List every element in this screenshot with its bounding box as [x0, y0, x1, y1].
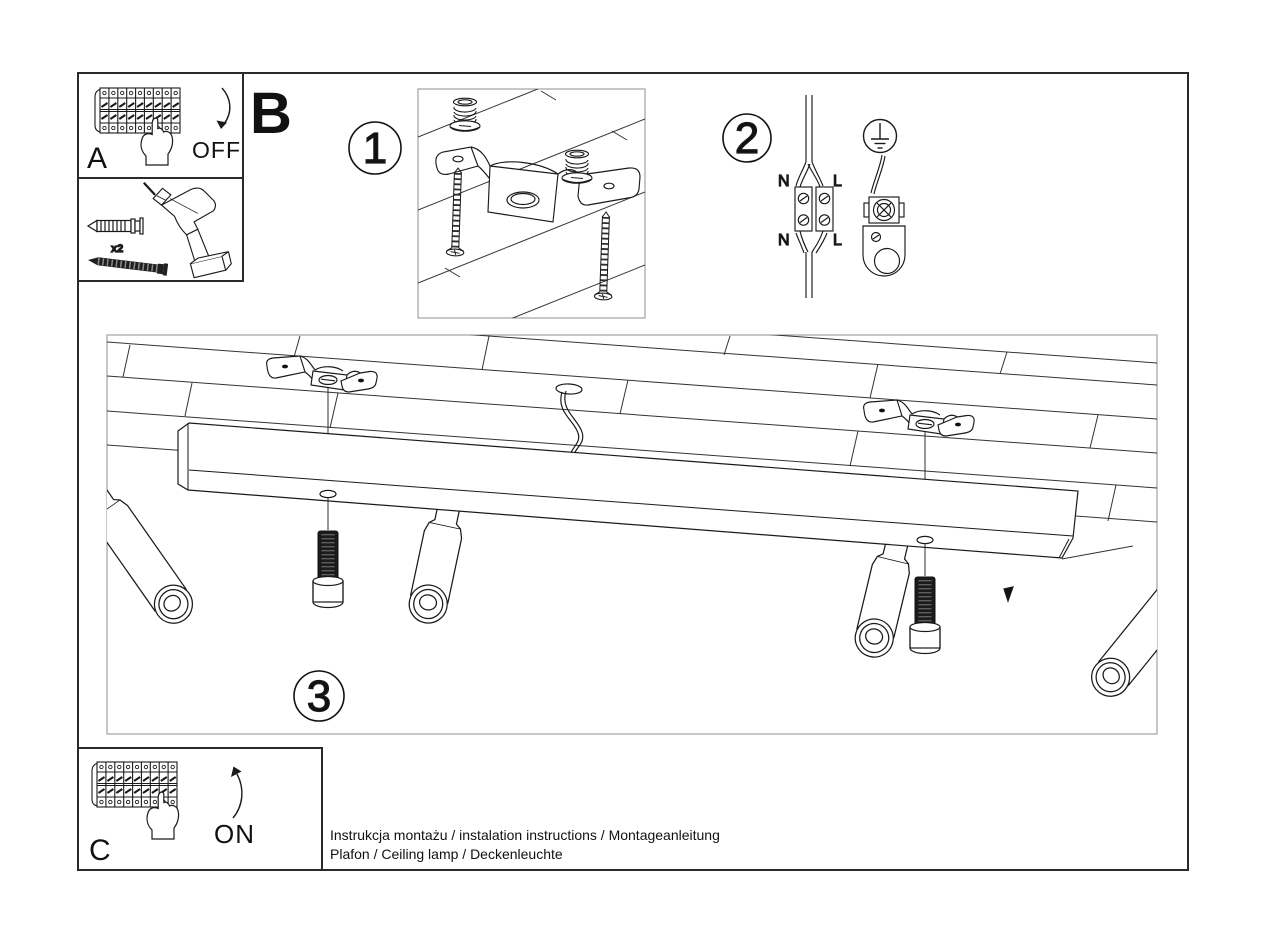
step2-number: 2 [735, 114, 759, 163]
step3-main-illustration: 3 [106, 334, 1158, 735]
breaker-panel-icon [93, 86, 182, 135]
ground-wire [870, 154, 886, 195]
section-c-label: C [89, 834, 111, 867]
lamp-rail [177, 422, 1079, 559]
terminal-block-diagram [794, 95, 834, 298]
arrow-down-icon [221, 87, 231, 125]
step1-number: 1 [363, 124, 387, 173]
step1-number-badge [348, 121, 402, 175]
wall-plug-icon [86, 217, 144, 235]
ceiling-planks [107, 335, 1157, 523]
wire-label-n-top: N [778, 173, 790, 190]
ceiling-planks [418, 89, 645, 318]
section-a-label: A [87, 142, 107, 175]
step1-bracket-mounting: 1 [348, 88, 646, 319]
footer-line2: Plafon / Ceiling lamp / Deckenleuchte [330, 846, 563, 862]
screw-icon [88, 257, 169, 276]
knurled-screw-left [313, 531, 343, 608]
footer-line1: Instrukcja montażu / instalation instruc… [330, 827, 720, 843]
arrow-up-icon [232, 773, 243, 819]
step3-number: 3 [307, 672, 331, 721]
step2-wiring: 2 N L N L [722, 95, 906, 298]
power-wire [555, 383, 584, 460]
section-b-label: B [250, 81, 292, 146]
ground-symbol-icon [862, 118, 898, 154]
off-label: OFF [192, 137, 241, 163]
wire-label-l-bottom: L [833, 232, 842, 249]
drill-icon [143, 182, 232, 279]
joint-mark [1003, 586, 1014, 603]
sheet-frame [77, 72, 1189, 871]
step3-number-badge [293, 670, 345, 722]
footer-caption: Instrukcja montażu / instalation instruc… [330, 827, 720, 862]
wire-label-n-bottom: N [778, 232, 790, 249]
dowel-count-label: x2 [111, 243, 123, 255]
wire-label-l-top: L [833, 173, 842, 190]
tools-box: x2 [77, 177, 244, 282]
step2-number-badge [722, 113, 772, 163]
rail-hole-left [319, 489, 337, 499]
section-c-power-on: C ON [77, 747, 323, 871]
mounting-bracket [435, 146, 641, 223]
alignment-lines [327, 382, 926, 576]
on-label: ON [214, 819, 255, 849]
earth-clamp [862, 196, 906, 277]
knurled-screw-right [910, 577, 940, 654]
section-a-power-off: A OFF [77, 72, 244, 179]
rail-hole-right [916, 535, 934, 545]
